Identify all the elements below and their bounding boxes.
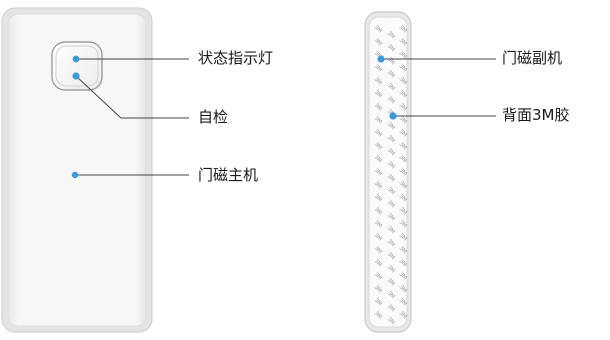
tape-print-mark: 3M [398, 271, 408, 281]
tape-print-mark: 3M [373, 24, 383, 34]
tape-print-mark: 3M [386, 264, 396, 274]
tape-print-mark: 3M [373, 154, 383, 164]
tape-print-mark: 3M [386, 290, 396, 300]
tape-print-mark: 3M [398, 128, 408, 138]
tape-print-mark: 3M [373, 141, 383, 151]
main-unit [1, 7, 153, 333]
label-secondary-unit: 门磁副机 [502, 49, 563, 67]
tape-print-mark: 3M [398, 24, 408, 34]
tape-print-mark: 3M [386, 160, 396, 170]
main-unit-dot [71, 171, 79, 179]
tape-print-mark: 3M [373, 37, 383, 47]
tape-print-mark: 3M [398, 154, 408, 164]
label-main-unit: 门磁主机 [198, 166, 259, 184]
tape-print-mark: 3M [386, 173, 396, 183]
callout-dots [71, 55, 397, 179]
tape-print-mark: 3M [398, 193, 408, 203]
label-back-adhesive: 背面3M胶 [502, 106, 570, 124]
tape-print-mark: 3M [398, 50, 408, 60]
adhesive-tape [368, 16, 408, 328]
tape-print-mark: 3M [386, 199, 396, 209]
tape-print-mark: 3M [386, 43, 396, 53]
tape-print-mark: 3M [386, 30, 396, 40]
status-indicator-dot [72, 55, 80, 63]
tape-print-mark: 3M [398, 245, 408, 255]
tape-print-mark: 3M [398, 180, 408, 190]
tape-print-mark: 3M [373, 128, 383, 138]
tape-print-mark: 3M [373, 258, 383, 268]
tape-print-mark: 3M [398, 219, 408, 229]
tape-print-mark: 3M [373, 219, 383, 229]
main-unit-face [7, 13, 147, 327]
tape-print-mark: 3M [373, 245, 383, 255]
tape-print-mark: 3M [398, 297, 408, 307]
tape-print-mark: 3M [386, 277, 396, 287]
tape-print-mark: 3M [373, 310, 383, 320]
secondary-unit-dot [377, 55, 385, 63]
tape-print-mark: 3M [373, 297, 383, 307]
tape-print-mark: 3M [386, 147, 396, 157]
tape-print-mark: 3M [398, 63, 408, 73]
tape-print-mark: 3M [386, 82, 396, 92]
tape-print-mark: 3M [373, 63, 383, 73]
tape-print-mark: 3M [373, 115, 383, 125]
tape-print-mark: 3M [373, 284, 383, 294]
tape-print-mark: 3M [386, 212, 396, 222]
tape-print-mark: 3M [386, 95, 396, 105]
tape-print-mark: 3M [398, 284, 408, 294]
tape-print-mark: 3M [386, 303, 396, 313]
tape-print-mark: 3M [373, 206, 383, 216]
leader-self-test [76, 76, 189, 119]
tape-print-mark: 3M [398, 232, 408, 242]
tape-print-mark: 3M [398, 310, 408, 320]
tape-print-mark: 3M [373, 193, 383, 203]
self-test-button [51, 41, 103, 91]
tape-print-mark: 3M [373, 167, 383, 177]
tape-print-mark: 3M [398, 141, 408, 151]
tape-print-mark: 3M [386, 121, 396, 131]
back-adhesive-dot [389, 112, 397, 120]
tape-print-mark: 3M [398, 76, 408, 86]
tape-print-mark: 3M [386, 316, 396, 326]
tape-print-mark: 3M [386, 225, 396, 235]
tape-print-mark: 3M [373, 76, 383, 86]
leader-lines [76, 58, 496, 176]
tape-print-mark: 3M [398, 89, 408, 99]
tape-print-mark: 3M [373, 271, 383, 281]
tape-print-mark: 3M [398, 206, 408, 216]
tape-print-mark: 3M [398, 37, 408, 47]
self-test-dot [72, 72, 80, 80]
tape-print-mark: 3M [398, 102, 408, 112]
tape-print-mark: 3M [398, 115, 408, 125]
tape-print-mark: 3M [373, 50, 383, 60]
tape-print-mark: 3M [386, 56, 396, 66]
tape-print-mark: 3M [386, 238, 396, 248]
tape-print-mark: 3M [386, 251, 396, 261]
tape-print-mark: 3M [373, 232, 383, 242]
tape-print-mark: 3M [386, 134, 396, 144]
tape-print-mark: 3M [386, 186, 396, 196]
tape-print-mark: 3M [373, 89, 383, 99]
tape-print-mark: 3M [398, 167, 408, 177]
tape-print-mark: 3M [386, 69, 396, 79]
tape-print-mark: 3M [373, 180, 383, 190]
label-self-test: 自检 [198, 108, 229, 126]
label-status-indicator: 状态指示灯 [198, 49, 274, 67]
tape-print-mark: 3M [398, 258, 408, 268]
tape-print-mark: 3M [373, 102, 383, 112]
